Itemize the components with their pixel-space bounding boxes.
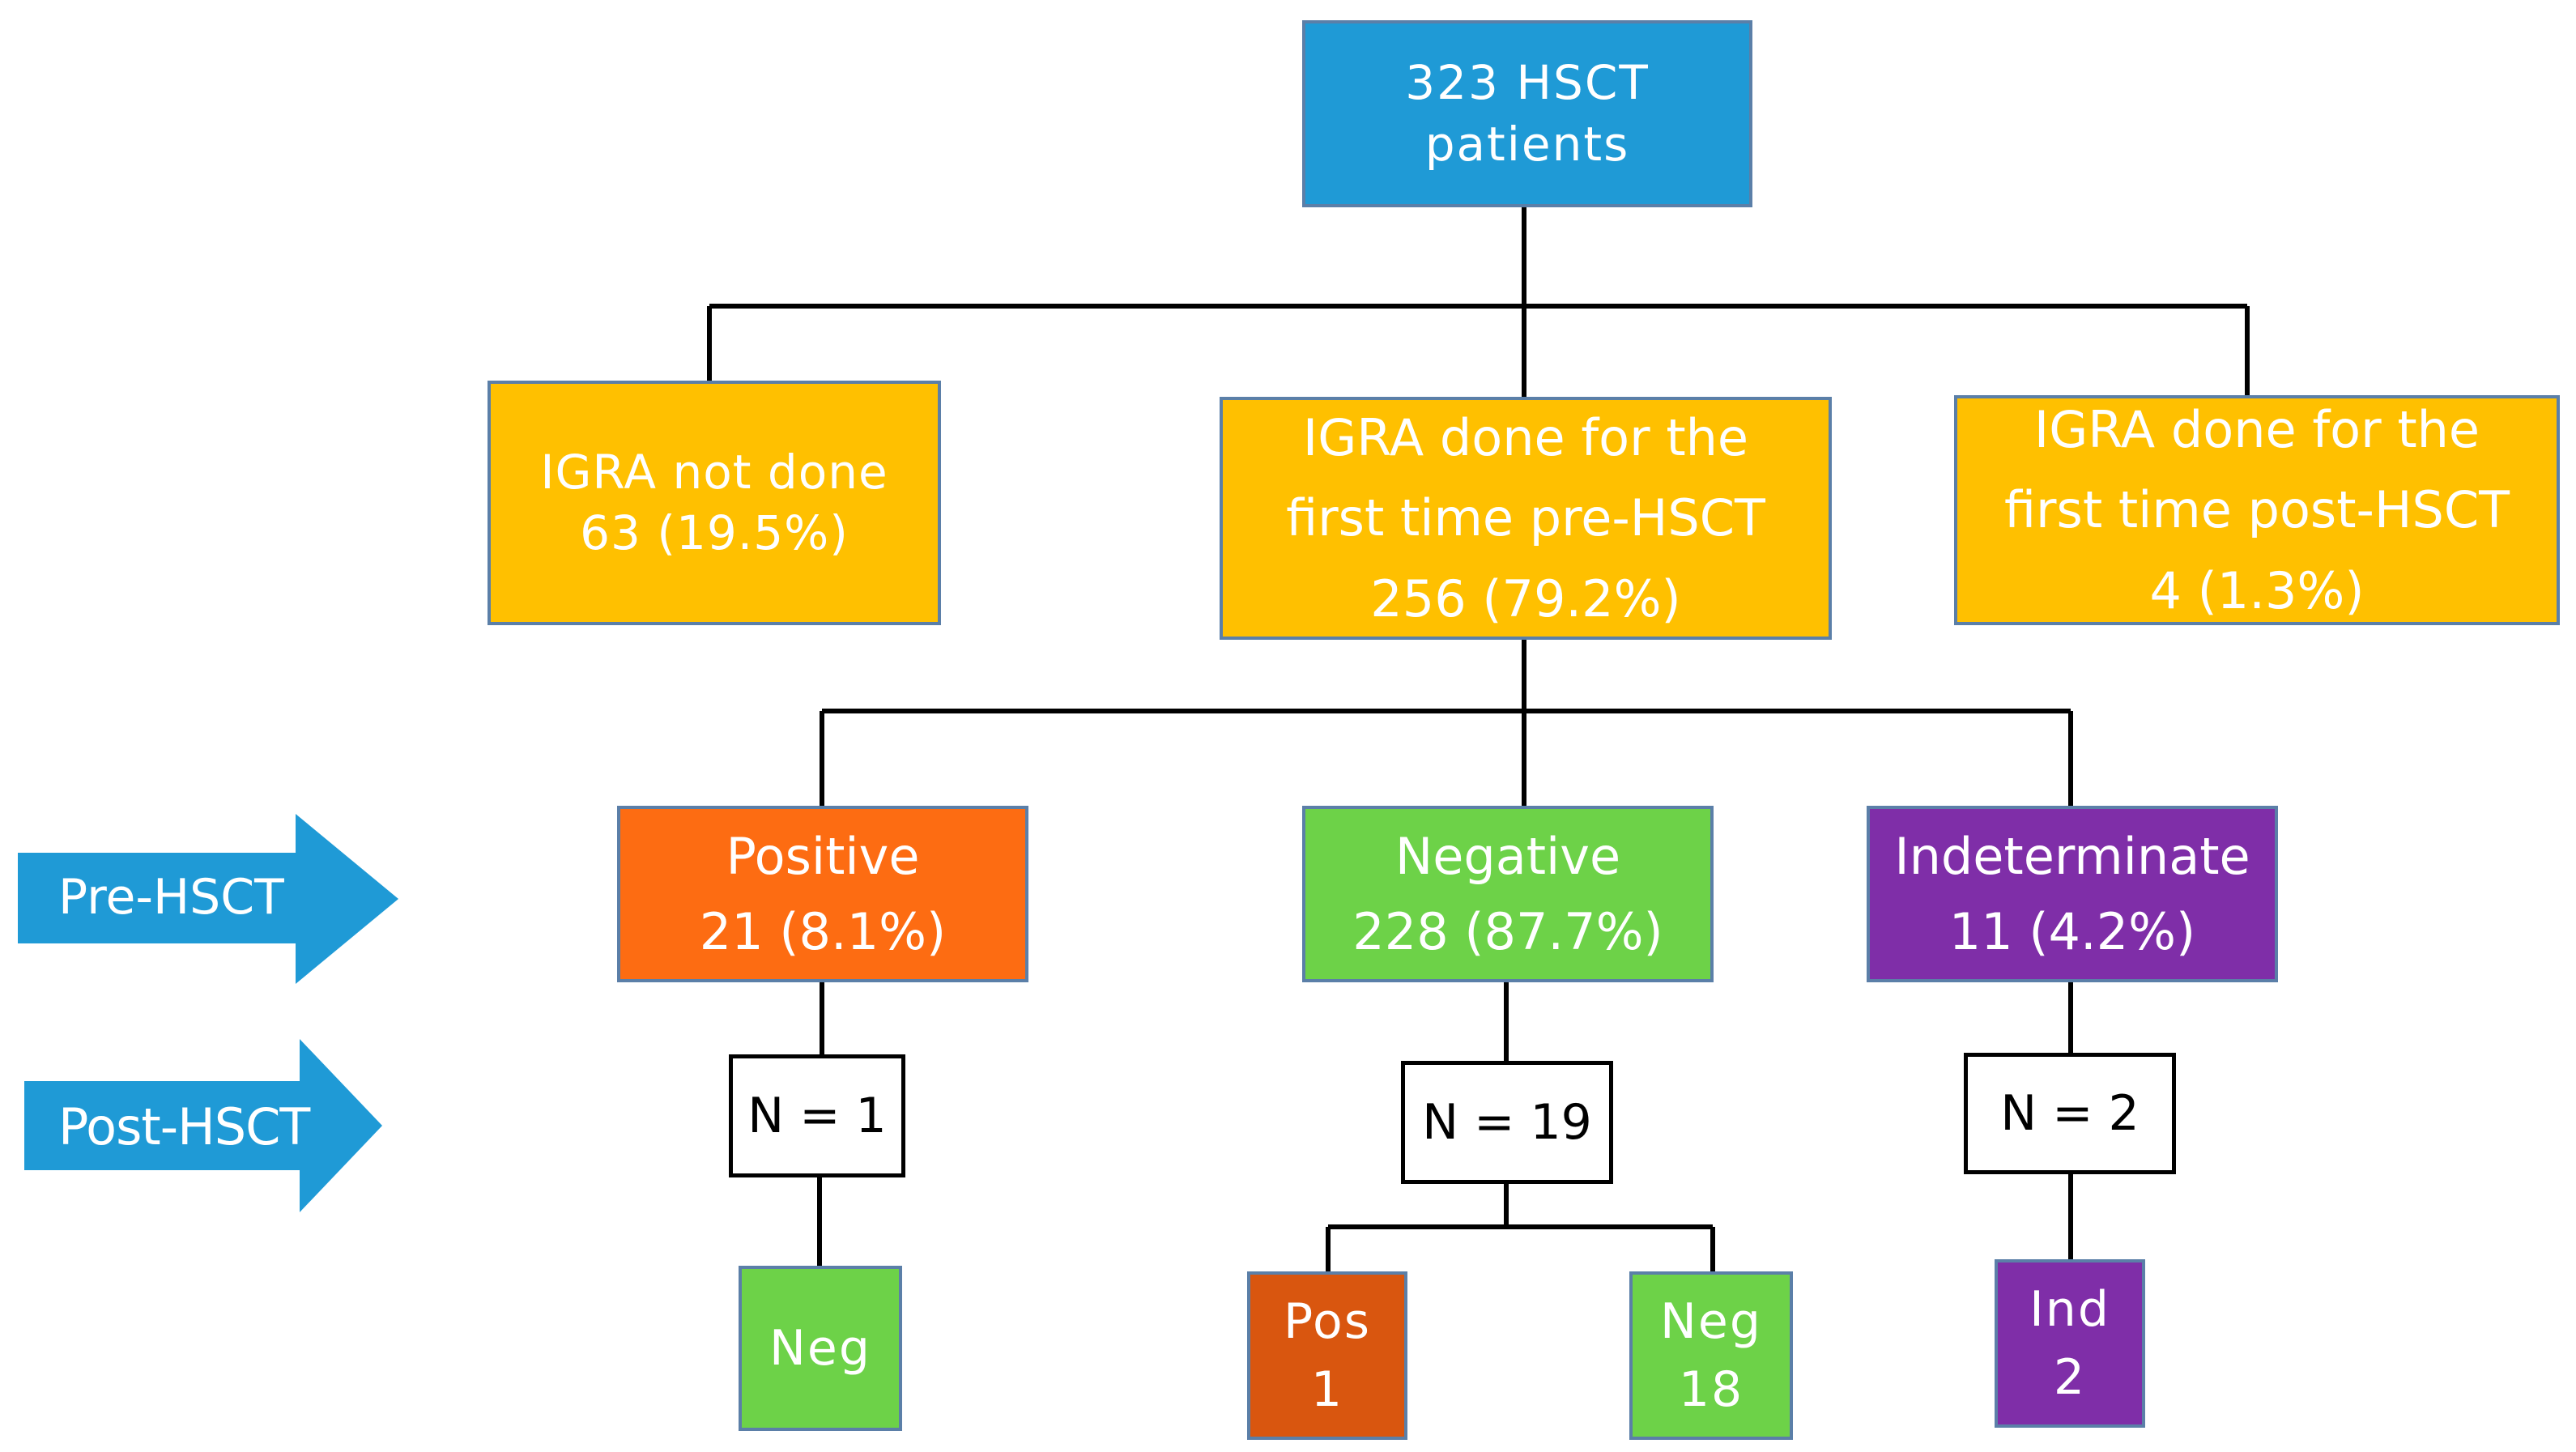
root-box: 323 HSCT patients (1302, 20, 1752, 207)
indeterminate-outcome-ind-box: Ind 2 (1995, 1259, 2145, 1428)
indeterminate-count: 11 (4.2%) (1948, 902, 2196, 961)
positive-n-label: N = 1 (747, 1088, 887, 1144)
indeterminate-outcome-ind-count: 2 (2053, 1349, 2087, 1406)
igra-pre-line1: IGRA done for the (1302, 408, 1749, 468)
negative-outcome-pos-label: Pos (1283, 1293, 1371, 1350)
igra-pre-line3: 256 (79.2%) (1370, 568, 1681, 628)
negative-outcome-neg-box: Neg 18 (1629, 1271, 1793, 1440)
post-hsct-arrow-shape (24, 1039, 382, 1212)
igra-not-done-line2: 63 (19.5%) (580, 505, 849, 560)
negative-outcome-pos-box: Pos 1 (1247, 1271, 1407, 1440)
indeterminate-label: Indeterminate (1894, 827, 2250, 886)
indeterminate-n-label: N = 2 (2000, 1085, 2140, 1142)
positive-label: Positive (726, 827, 920, 886)
igra-post-line1: IGRA done for the (2033, 400, 2480, 460)
negative-outcome-neg-label: Neg (1660, 1293, 1762, 1350)
positive-count: 21 (8.1%) (699, 902, 947, 961)
positive-box: Positive 21 (8.1%) (617, 806, 1028, 982)
negative-n-box: N = 19 (1401, 1061, 1613, 1184)
root-line2: patients (1424, 116, 1630, 172)
indeterminate-outcome-ind-label: Ind (2029, 1281, 2110, 1338)
positive-n-box: N = 1 (729, 1054, 905, 1177)
negative-outcome-pos-count: 1 (1310, 1361, 1344, 1418)
igra-post-hsct-box: IGRA done for the first time post-HSCT 4… (1954, 395, 2560, 625)
negative-outcome-neg-count: 18 (1678, 1361, 1744, 1418)
post-hsct-arrow-label: Post-HSCT (58, 1097, 310, 1156)
igra-not-done-line1: IGRA not done (540, 444, 888, 500)
igra-not-done-box: IGRA not done 63 (19.5%) (488, 381, 941, 625)
negative-count: 228 (87.7%) (1352, 902, 1663, 961)
igra-post-line2: first time post-HSCT (2003, 480, 2510, 540)
pre-hsct-arrow-label: Pre-HSCT (58, 869, 284, 926)
igra-pre-line2: first time pre-HSCT (1286, 488, 1765, 548)
negative-n-label: N = 19 (1422, 1094, 1592, 1151)
negative-box: Negative 228 (87.7%) (1302, 806, 1714, 982)
indeterminate-box: Indeterminate 11 (4.2%) (1867, 806, 2278, 982)
pre-hsct-arrow-shape (18, 814, 398, 984)
positive-outcome-neg-label: Neg (769, 1320, 871, 1377)
root-line1: 323 HSCT (1405, 55, 1650, 111)
positive-outcome-neg-box: Neg (739, 1266, 902, 1431)
igra-pre-hsct-box: IGRA done for the first time pre-HSCT 25… (1220, 397, 1832, 640)
negative-label: Negative (1394, 827, 1621, 886)
igra-post-line3: 4 (1.3%) (2149, 560, 2365, 620)
indeterminate-n-box: N = 2 (1964, 1053, 2176, 1174)
